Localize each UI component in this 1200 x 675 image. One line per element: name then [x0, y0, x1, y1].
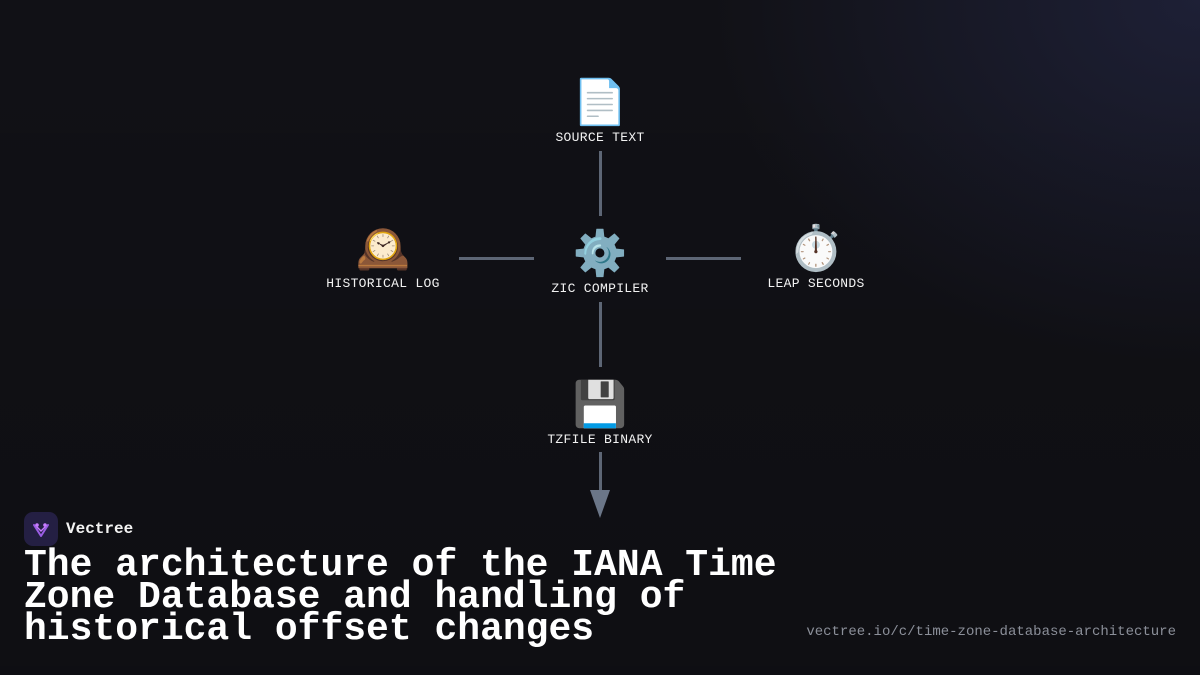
document-icon: 📄 [572, 77, 628, 128]
node-zic-compiler: ⚙️ ZIC COMPILER [520, 228, 680, 297]
connector-compiler-to-tzfile [599, 302, 602, 367]
node-label: HISTORICAL LOG [326, 276, 440, 291]
page-title: The architecture of the IANA Time Zone D… [24, 544, 777, 651]
brand: Vectree [24, 512, 133, 546]
node-historical-log: 🕰️ HISTORICAL LOG [303, 223, 463, 292]
gear-icon: ⚙️ [572, 228, 628, 279]
source-url: vectree.io/c/time-zone-database-architec… [806, 624, 1176, 640]
brand-name: Vectree [66, 520, 134, 538]
node-label: TZFILE BINARY [547, 432, 653, 447]
node-leap-seconds: ⏱️ LEAP SECONDS [736, 223, 896, 292]
node-label: ZIC COMPILER [551, 281, 649, 296]
mantel-clock-icon: 🕰️ [355, 223, 411, 274]
node-label: LEAP SECONDS [767, 276, 865, 291]
node-label: SOURCE TEXT [555, 130, 645, 145]
stopwatch-icon: ⏱️ [788, 223, 844, 274]
output-arrow-stem [599, 452, 602, 492]
connector-leap-to-compiler [666, 257, 741, 260]
connector-historical-to-compiler [459, 257, 534, 260]
down-arrow-icon [590, 490, 610, 518]
vectree-logo-icon [24, 512, 58, 546]
node-source-text: 📄 SOURCE TEXT [520, 77, 680, 146]
node-tzfile-binary: 💾 TZFILE BINARY [520, 379, 680, 448]
connector-source-to-compiler [599, 151, 602, 216]
floppy-disk-icon: 💾 [572, 379, 628, 430]
